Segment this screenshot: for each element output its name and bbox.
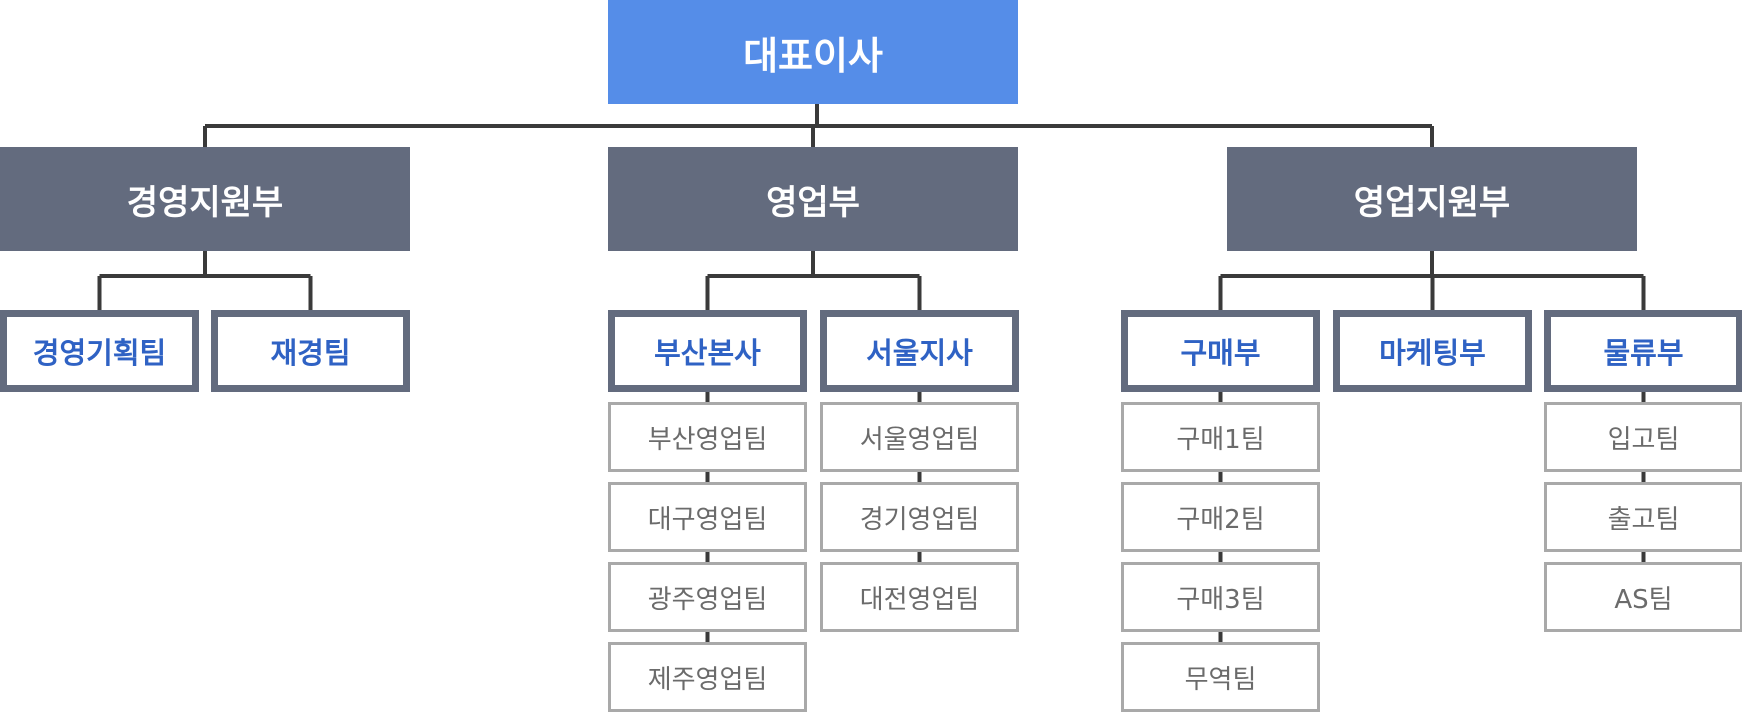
team-box: 부산본사 [608,310,807,392]
team-box: 경영기획팀 [0,310,199,392]
sub-team-box: 대구영업팀 [608,482,807,552]
sub-team-box: 서울영업팀 [820,402,1019,472]
department-box: 경영지원부 [0,147,410,251]
team-box: 서울지사 [820,310,1019,392]
team-box: 마케팅부 [1333,310,1532,392]
sub-team-box: AS팀 [1544,562,1742,632]
sub-team-box: 광주영업팀 [608,562,807,632]
team-box: 재경팀 [211,310,410,392]
team-box: 구매부 [1121,310,1320,392]
sub-team-box: 부산영업팀 [608,402,807,472]
team-box: 물류부 [1544,310,1742,392]
sub-team-box: 제주영업팀 [608,642,807,712]
sub-team-box: 구매1팀 [1121,402,1320,472]
sub-team-box: 출고팀 [1544,482,1742,552]
department-box: 영업지원부 [1227,147,1637,251]
sub-team-box: 대전영업팀 [820,562,1019,632]
ceo-box: 대표이사 [608,0,1018,104]
sub-team-box: 입고팀 [1544,402,1742,472]
sub-team-box: 무역팀 [1121,642,1320,712]
sub-team-box: 구매2팀 [1121,482,1320,552]
department-box: 영업부 [608,147,1018,251]
sub-team-box: 구매3팀 [1121,562,1320,632]
sub-team-box: 경기영업팀 [820,482,1019,552]
